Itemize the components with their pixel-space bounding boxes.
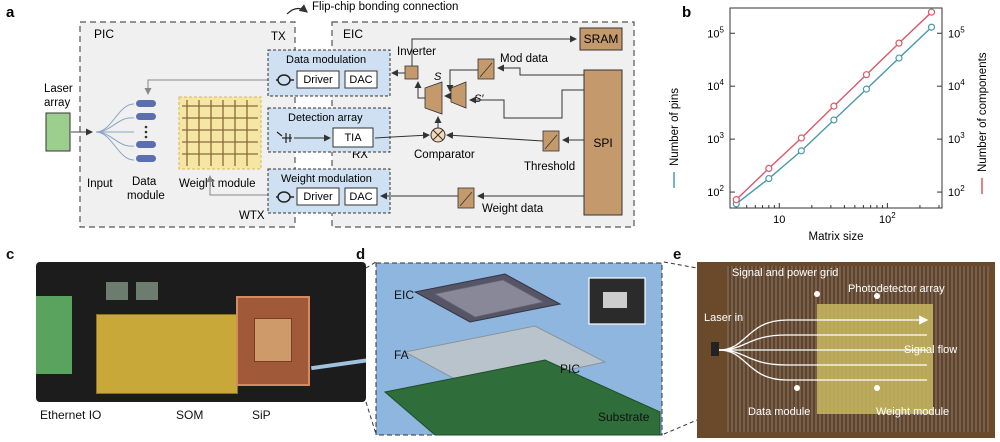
driver-box-1 bbox=[296, 70, 340, 89]
spi-block bbox=[583, 69, 623, 216]
substrate-layer bbox=[383, 359, 661, 436]
fa-layer-label: FA bbox=[394, 348, 409, 362]
data-module-label-1: Data bbox=[132, 176, 157, 188]
sram-label: SRAM bbox=[584, 32, 619, 46]
data-modulation-label: Data modulation bbox=[286, 54, 366, 66]
weight-module-label: Weight module bbox=[179, 178, 256, 190]
substrate-layer-label: Substrate bbox=[598, 410, 650, 424]
series-0-point bbox=[830, 116, 838, 124]
data-module-photo-label: Data module bbox=[748, 406, 811, 418]
series-1-point bbox=[732, 196, 740, 204]
som-label: SOM bbox=[176, 408, 204, 422]
photodiode-icon bbox=[276, 131, 292, 143]
eic-layer-label: EIC bbox=[394, 288, 415, 302]
y-axis-left-label: Number of pins bbox=[669, 88, 681, 166]
eic-wiring bbox=[374, 35, 584, 200]
laser-array-block bbox=[45, 112, 71, 152]
driver-label-1: Driver bbox=[303, 74, 333, 86]
dac-box-2 bbox=[344, 187, 378, 206]
ethernet-connector bbox=[36, 296, 72, 374]
sip-label: SiP bbox=[252, 408, 271, 422]
photodetector-array-region bbox=[817, 304, 933, 414]
series-1-point bbox=[797, 134, 805, 142]
signal-flow-label: Signal flow bbox=[904, 344, 958, 356]
laser-array-label-2: array bbox=[44, 97, 70, 109]
panel-b-letter: b bbox=[682, 4, 691, 21]
data-mod-feed-arrow bbox=[144, 79, 268, 95]
input-label: Input bbox=[87, 178, 113, 190]
detection-array-label: Detection array bbox=[288, 112, 363, 124]
mod-data-register bbox=[477, 58, 495, 80]
mux-sprime-block bbox=[450, 81, 467, 109]
weight-mod-feed-arrow bbox=[206, 175, 268, 196]
x-tick-label: 10 bbox=[773, 214, 785, 226]
panel-c-letter: c bbox=[6, 246, 15, 263]
sram-block bbox=[579, 27, 623, 51]
fa-layer bbox=[403, 325, 607, 391]
series-0-point bbox=[862, 85, 871, 93]
plot-frame bbox=[729, 7, 943, 209]
data-module-label-2: module bbox=[127, 190, 165, 202]
dac-label-2: DAC bbox=[349, 191, 372, 203]
weight-module-photo-label: Weight module bbox=[876, 406, 950, 418]
eic-label: EIC bbox=[343, 27, 363, 41]
dac-box-1 bbox=[344, 70, 378, 89]
mod-data-label: Mod data bbox=[500, 53, 549, 65]
x-axis-label: Matrix size bbox=[809, 231, 864, 243]
threshold-label: Threshold bbox=[524, 161, 575, 173]
inverter-label: Inverter bbox=[397, 46, 436, 58]
series-0-point bbox=[765, 174, 773, 183]
series-1-point bbox=[927, 8, 936, 16]
panel-d-letter: d bbox=[356, 246, 366, 263]
wtx-label: WTX bbox=[239, 210, 265, 222]
flip-chip-arrow-icon bbox=[286, 4, 308, 15]
pic-label: PIC bbox=[94, 27, 114, 41]
flip-chip-label: Flip-chip bonding connection bbox=[312, 1, 458, 13]
weight-modulation-label: Weight modulation bbox=[281, 173, 372, 185]
y-axis-right-label: Number of components bbox=[977, 52, 989, 172]
panel-e-overlay bbox=[718, 291, 929, 391]
series-1-point bbox=[830, 102, 838, 110]
som-module bbox=[96, 314, 238, 394]
weight-data-register bbox=[457, 187, 475, 209]
photodetector-array-label: Photodetector array bbox=[848, 283, 945, 295]
panel-d-exploded-view bbox=[375, 262, 663, 436]
driver-box-2 bbox=[296, 187, 340, 206]
spi-label: SPI bbox=[593, 136, 612, 150]
data-module-rings bbox=[136, 100, 156, 162]
comparator-label: Comparator bbox=[414, 149, 475, 161]
series-0-point bbox=[895, 54, 903, 62]
panel-e-letter: e bbox=[673, 246, 682, 263]
tx-label: TX bbox=[271, 31, 286, 43]
weight-data-label: Weight data bbox=[482, 203, 544, 215]
driver-label-2: Driver bbox=[303, 191, 333, 203]
s-prime-label: S′ bbox=[474, 93, 484, 105]
series-1-point bbox=[895, 39, 903, 47]
dac-label-1: DAC bbox=[349, 74, 372, 86]
tia-box bbox=[332, 127, 374, 148]
sip-package bbox=[236, 296, 310, 386]
s-label: S bbox=[434, 71, 442, 83]
input-fanout bbox=[95, 103, 135, 161]
panel-a-letter: a bbox=[6, 4, 15, 21]
pcb-photo bbox=[36, 262, 366, 402]
laser-array-label-1: Laser bbox=[44, 83, 73, 95]
series-1-point bbox=[765, 164, 773, 172]
series-1-point bbox=[862, 71, 871, 79]
mux-s-block bbox=[424, 81, 443, 115]
series-0-point bbox=[927, 23, 936, 31]
series-0-point bbox=[797, 147, 805, 155]
ethernet-label: Ethernet IO bbox=[40, 408, 102, 422]
signal-power-grid-label: Signal and power grid bbox=[732, 267, 839, 279]
pic-layer-label: PIC bbox=[560, 362, 581, 376]
laser-in-label: Laser in bbox=[704, 312, 744, 324]
tia-label: TIA bbox=[344, 132, 362, 144]
weight-module-grid bbox=[178, 96, 262, 170]
panel-a-diagram: a Flip-chip bonding connection PIC EIC L… bbox=[6, 1, 635, 228]
